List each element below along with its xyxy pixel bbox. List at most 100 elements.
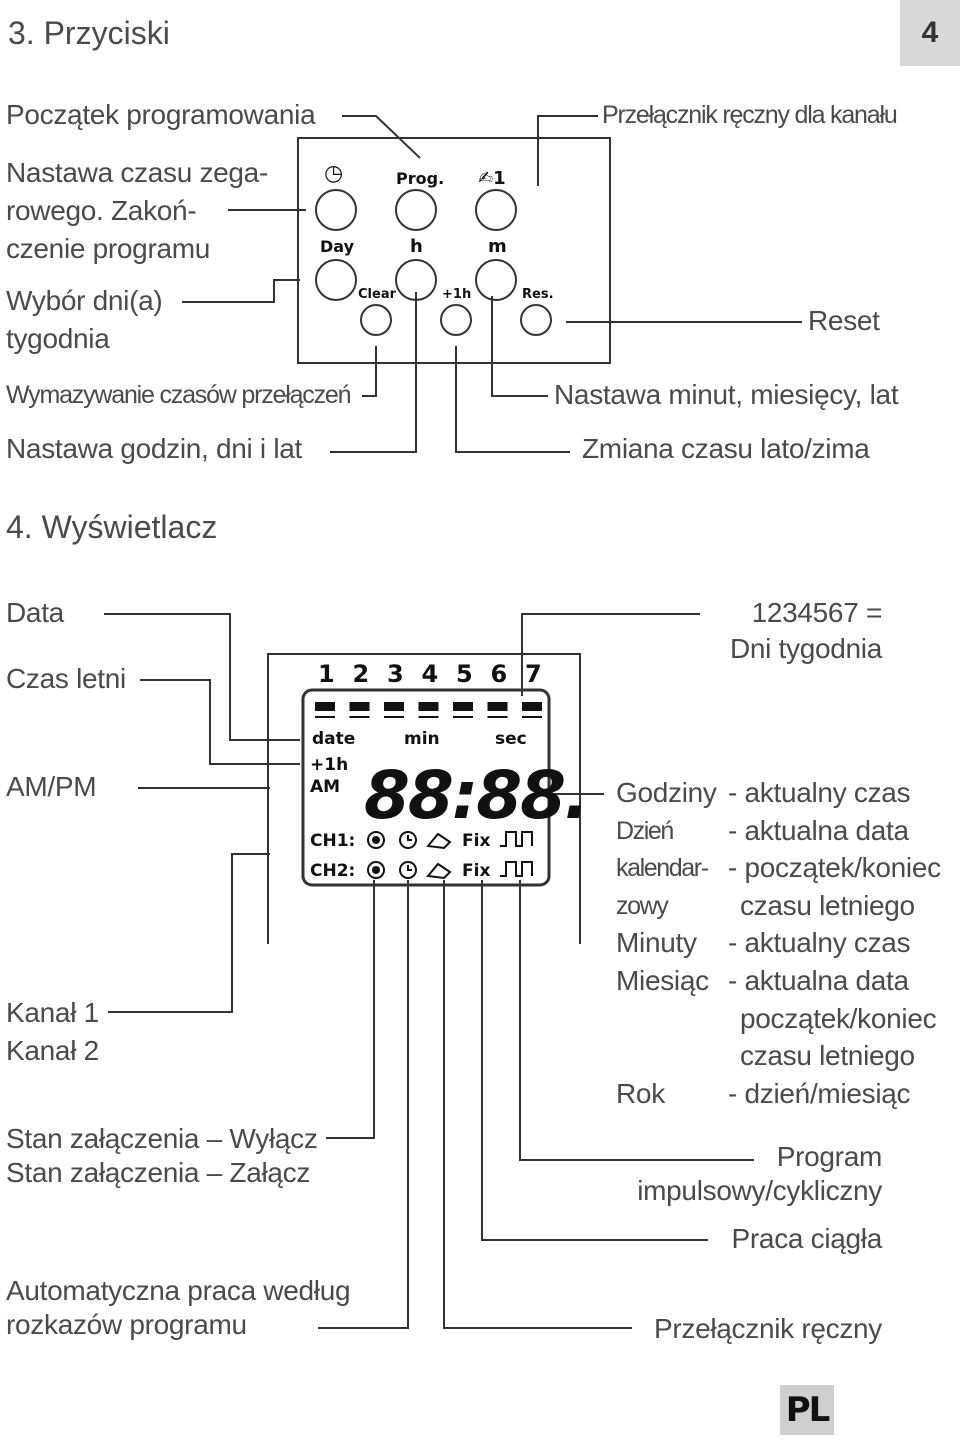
digit-function-desc: - dzień/miesiąc [728, 1077, 911, 1109]
label-clock-setting-1: Nastawa czasu zega- [6, 157, 268, 188]
digit-function-name: zowy [616, 891, 669, 920]
digit-function-name: kalendar- [616, 854, 709, 883]
label-manual-switch: Przełącznik ręczny [653, 1313, 882, 1344]
digit-function-desc: czasu letniego [740, 889, 915, 921]
label-auto-1: Automatyczna praca według [6, 1275, 351, 1306]
lcd-weekday-5: 5 [456, 660, 473, 688]
lcd-weekday-underline-6 [487, 716, 508, 718]
label-channel-2: Kanał 2 [6, 1035, 99, 1066]
digit-function-desc: - aktualny czas [728, 927, 911, 959]
ch1-auto-icon [367, 831, 385, 849]
lcd-weekday-underline-3 [384, 716, 404, 718]
section-title-display: 4. Wyświetlacz [6, 509, 218, 545]
label-prog-start: Początek programowania [6, 99, 316, 130]
leader-pulse [519, 880, 754, 1161]
leader-hours [330, 292, 417, 453]
lcd-weekday-underline-7 [522, 716, 542, 718]
ch1-hand-icon [426, 832, 452, 850]
lcd-ch2-label: CH2: [310, 861, 355, 881]
digit-function-name: Rok [616, 1077, 665, 1109]
ch1-pulse-icon [500, 831, 533, 847]
btn-manual-circle [475, 189, 517, 231]
btn-plus1h-circle [440, 304, 472, 336]
lcd-weekday-bar-6 [487, 702, 508, 711]
label-pulse-1: Program [776, 1141, 883, 1172]
clear-label: Clear [358, 287, 397, 302]
leader-manual [443, 880, 632, 1329]
leader-clear [362, 346, 377, 397]
language-badge: PL [780, 1385, 834, 1435]
digit-function-name: Minuty [616, 927, 697, 959]
leader-auto [318, 880, 409, 1329]
label-auto-2: rozkazów programu [6, 1309, 247, 1340]
label-pulse-2: impulsowy/cykliczny [637, 1175, 882, 1206]
res-label: Res. [522, 287, 554, 302]
lcd-weekday-bars [315, 702, 542, 718]
lcd-digits: 88:88. [364, 757, 587, 834]
ch1-clock-icon [399, 831, 417, 849]
label-weekdays-1: 1234567 = [751, 597, 883, 628]
lcd-weekday-6: 6 [491, 660, 508, 688]
m-label: m [488, 236, 507, 257]
lcd-date-label: date [312, 729, 355, 749]
digit-function-row: Minuty - aktualny czas [616, 926, 960, 962]
ch2-hand-icon [426, 862, 452, 880]
ch1-clock-hands [407, 835, 412, 841]
lcd-plus1h-label: +1h [310, 755, 348, 775]
lcd-weekday-bar-3 [384, 702, 404, 711]
leader-channel [108, 853, 270, 1013]
digit-function-row: Rok - dzień/miesiąc [616, 1077, 960, 1113]
leader-day-select [182, 279, 300, 303]
btn-res-circle [520, 304, 552, 336]
digit-function-row: czasu letniego [616, 1039, 960, 1075]
digit-function-row: Dzień- aktualna data [616, 814, 960, 850]
lcd-weekday-7: 7 [525, 660, 542, 688]
leader-continuous [481, 880, 708, 1241]
ch1-auto-dot [372, 836, 380, 844]
leader-date [104, 613, 300, 741]
label-clear-times: Wymazywanie czasów przełączeń [6, 381, 351, 409]
label-clock-setting-3: czenie programu [6, 233, 211, 264]
label-day-select-2: tygodnia [6, 323, 110, 354]
lcd-frame [301, 688, 551, 887]
ch2-pulse-icon [500, 861, 533, 877]
lcd-weekday-bar-4 [418, 702, 439, 711]
lcd-weekday-bar-7 [522, 702, 542, 711]
day-label: Day [320, 237, 355, 256]
plus1h-label: +1h [442, 287, 471, 302]
digit-function-desc: czasu letniego [740, 1040, 915, 1072]
digit-function-name: Miesiąc [616, 965, 709, 996]
digit-function-desc: - aktualna data [728, 965, 909, 996]
prog-label: Prog. [396, 169, 444, 188]
leader-dst [455, 346, 570, 453]
digit-function-row: początek/koniec [616, 1002, 960, 1038]
panel-labels: ◷ Prog. ✍1 Day h m Clear +1h Res. [320, 161, 554, 302]
label-channel-1: Kanał 1 [6, 997, 99, 1028]
lcd-ch1-label: CH1: [310, 831, 355, 851]
label-minutes-setting: Nastawa minut, miesięcy, lat [554, 379, 899, 410]
label-state-off: Stan załączenia – Wyłącz [6, 1123, 318, 1154]
lcd-weekday-1: 1 [318, 660, 335, 688]
page-number: 4 [900, 0, 960, 66]
btn-day-circle [315, 259, 357, 301]
leader-summer [140, 679, 300, 765]
manual-hand-icon: ✍1 [478, 168, 506, 189]
h-label: h [410, 236, 423, 257]
label-state-on: Stan załączenia – Załącz [6, 1157, 311, 1188]
digit-function-row: Miesiąc - aktualna data [616, 964, 960, 1000]
label-hours-setting: Nastawa godzin, dni i lat [6, 433, 303, 464]
label-date: Data [6, 597, 64, 628]
ch2-auto-icon [367, 861, 385, 879]
digit-function-row: Godziny- aktualny czas [616, 776, 960, 812]
btn-m-circle [475, 259, 517, 301]
lcd-weekday-underline-1 [315, 716, 335, 718]
ch2-clock-hands [407, 865, 412, 871]
clock-icon: ◷ [324, 161, 343, 186]
btn-clear-circle [360, 304, 392, 336]
lcd-am-label: AM [310, 777, 340, 797]
label-continuous: Praca ciągła [731, 1223, 883, 1254]
leader-weekdays [521, 613, 700, 696]
leader-prog-start [342, 115, 421, 159]
